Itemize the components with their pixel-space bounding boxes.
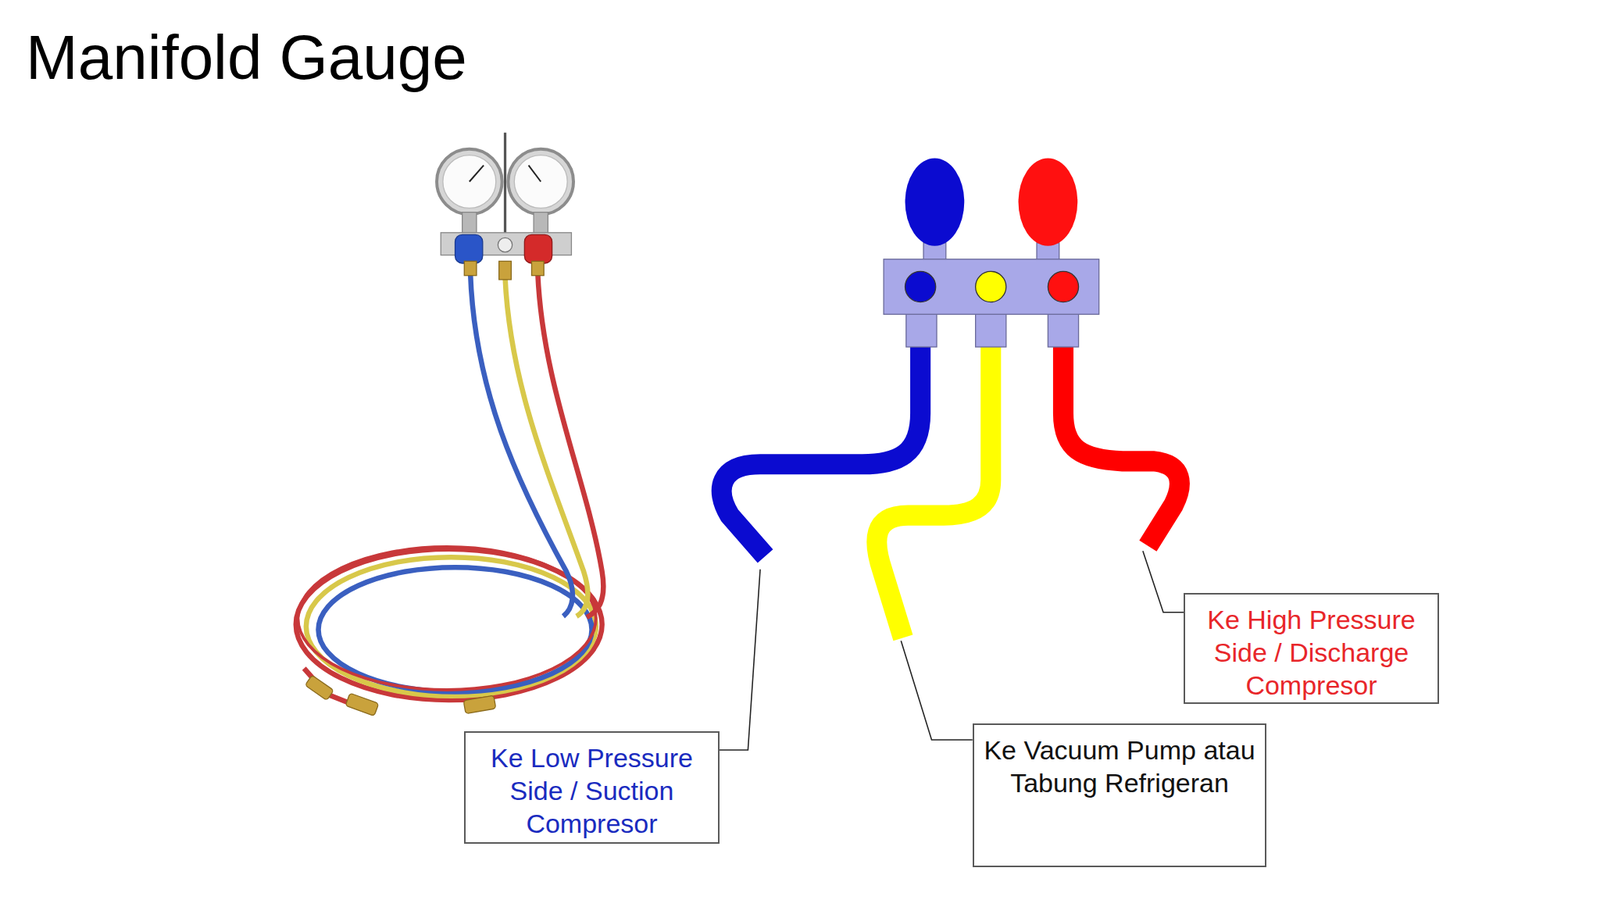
callout-box: Ke High Pressure Side / Discharge Compre…: [1183, 592, 1440, 704]
high-valve-knob: [1018, 157, 1079, 246]
callout-text: Ke Low Pressure Side / Suction Compresor: [473, 741, 711, 840]
brass-fitting: [463, 695, 497, 715]
red-hose: [1063, 344, 1180, 546]
callout-text: Ke High Pressure Side / Discharge Compre…: [1192, 603, 1430, 702]
gauge-needle: [528, 165, 542, 183]
hanger-rod: [503, 132, 507, 237]
red-hose: [537, 273, 604, 618]
gauge-needle: [469, 165, 484, 183]
gauge-stem: [462, 212, 477, 236]
brass-fitting: [531, 260, 544, 275]
port-stem: [906, 312, 937, 347]
blue-hose-coil: [318, 567, 593, 692]
gauge-face: [514, 155, 568, 209]
blue-hose: [470, 273, 573, 617]
high-port: [1047, 271, 1079, 302]
callout-box: Ke Vacuum Pump atau Tabung Refrigeran: [972, 723, 1267, 868]
diagram-title: Manifold Gauge: [25, 26, 468, 90]
manifold-schematic: [721, 157, 1180, 638]
red-hose-coil: [296, 549, 603, 700]
low-port: [905, 271, 936, 302]
port-stem: [1047, 312, 1079, 347]
brass-fitting: [464, 260, 477, 275]
center-port: [975, 271, 1007, 302]
yellow-hose: [876, 344, 991, 638]
leader-line: [719, 569, 761, 750]
red-hose: [303, 668, 352, 705]
leader-line: [900, 640, 972, 740]
center-port: [497, 237, 512, 252]
yellow-hose-coil: [306, 557, 597, 697]
callout-text: Ke Vacuum Pump atau Tabung Refrigeran: [982, 733, 1258, 800]
manifold-photo: [296, 132, 604, 717]
brass-fitting: [345, 692, 379, 716]
high-valve-knob: [524, 234, 552, 264]
brass-fitting: [499, 260, 512, 280]
gauge-stem: [533, 212, 548, 236]
port-stem: [975, 312, 1007, 347]
callout-box: Ke Low Pressure Side / Suction Compresor: [464, 731, 720, 844]
low-valve-knob: [455, 234, 483, 264]
yellow-hose: [505, 277, 589, 617]
red-hose-coil: [297, 546, 596, 690]
brass-fitting: [304, 675, 334, 700]
low-valve-knob: [905, 157, 965, 246]
low-gauge: [436, 149, 503, 215]
manifold-body: [883, 259, 1100, 315]
leader-line: [1142, 550, 1184, 612]
high-gauge: [507, 149, 574, 215]
gauge-face: [442, 155, 497, 209]
